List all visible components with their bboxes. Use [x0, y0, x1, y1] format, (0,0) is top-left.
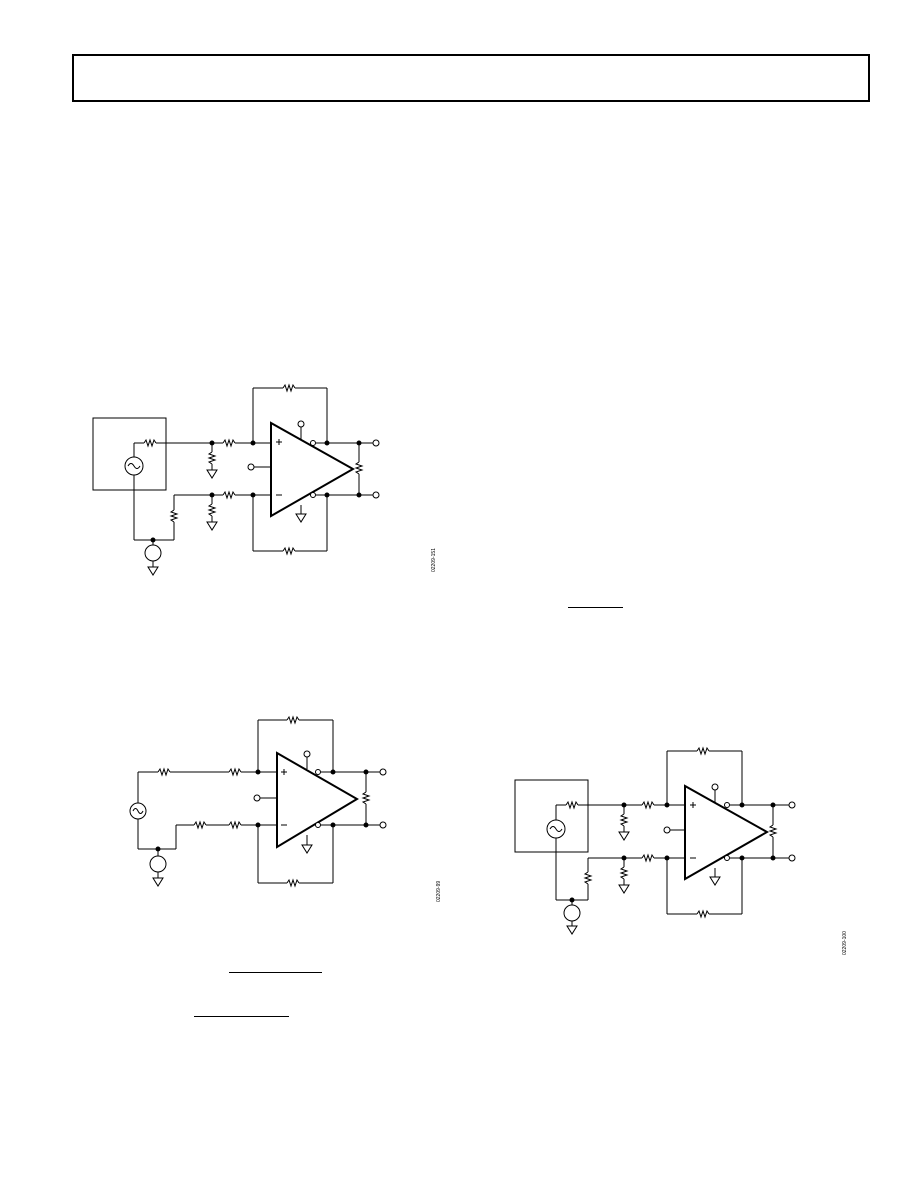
resistor: [157, 767, 171, 777]
resistor: [768, 824, 778, 838]
vocm-terminal: [253, 794, 261, 802]
supply-terminal: [711, 783, 719, 791]
resistor: [354, 461, 364, 475]
output-terminal: [379, 821, 387, 829]
resistor: [641, 800, 655, 810]
ground-icon: [206, 469, 218, 479]
ac-wave: [132, 808, 144, 814]
resistor: [222, 490, 236, 500]
resistor: [169, 509, 179, 523]
ground-icon: [152, 877, 164, 887]
cm-source-icon: [563, 904, 581, 922]
resistor: [207, 451, 217, 465]
ground-icon: [295, 513, 307, 523]
ground-icon: [566, 925, 578, 935]
fraction-rule: [229, 972, 322, 973]
vocm-terminal: [247, 463, 255, 471]
source-box: [514, 779, 589, 853]
resistor: [228, 820, 242, 830]
resistor: [207, 503, 217, 517]
resistor: [583, 871, 593, 885]
ground-icon: [301, 844, 313, 854]
output-terminal: [372, 439, 380, 447]
output-terminal: [788, 854, 796, 862]
resistor: [143, 438, 157, 448]
fraction-rule: [568, 607, 623, 608]
amplifier-triangle: [684, 784, 770, 881]
resistor: [222, 438, 236, 448]
resistor: [619, 813, 629, 827]
resistor: [696, 746, 710, 756]
resistor: [565, 800, 579, 810]
resistor: [193, 820, 207, 830]
ground-icon: [206, 521, 218, 531]
resistor: [286, 715, 300, 725]
fraction-rule: [194, 1016, 289, 1017]
resistor: [696, 909, 710, 919]
resistor: [361, 791, 371, 805]
supply-terminal: [297, 420, 305, 428]
vocm-terminal: [663, 826, 671, 834]
output-terminal: [788, 801, 796, 809]
ground-icon: [147, 566, 159, 576]
ac-wave: [127, 463, 141, 469]
resistor: [286, 878, 300, 888]
supply-terminal: [303, 750, 311, 758]
figure-code: 02209-100: [842, 931, 848, 955]
output-terminal: [379, 768, 387, 776]
resistor: [641, 853, 655, 863]
ground-icon: [618, 884, 630, 894]
header-box: [72, 54, 870, 102]
ac-wave: [549, 826, 563, 832]
ground-icon: [709, 876, 721, 886]
ground-icon: [618, 831, 630, 841]
resistor: [619, 866, 629, 880]
resistor: [228, 767, 242, 777]
resistor: [282, 383, 296, 393]
source-box: [92, 417, 167, 491]
output-terminal: [372, 491, 380, 499]
resistor: [282, 546, 296, 556]
